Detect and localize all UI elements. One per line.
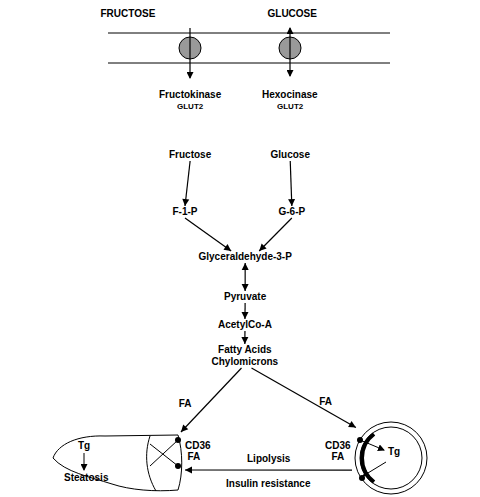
enzyme-label: Fructokinase: [159, 89, 221, 101]
arrow-line: [245, 263, 246, 291]
molecule-label: FA: [188, 451, 201, 463]
node-text: F-1-P: [173, 206, 198, 218]
metabolite-node: Pyruvate: [224, 291, 266, 303]
flow-arrow: [241, 331, 248, 344]
node-text: Steatosis: [64, 472, 108, 484]
arrow-head: [288, 199, 295, 206]
enzyme-label: Hexocinase: [262, 89, 318, 101]
arrow-head: [241, 337, 248, 344]
metabolite-node: F-1-P: [173, 206, 198, 218]
metabolite-node: Glucose: [271, 149, 310, 161]
receptor-label: CD36: [325, 440, 351, 452]
flow-arrow: [185, 467, 352, 474]
section-heading: GLUCOSE: [268, 8, 317, 20]
metabolite-node: G-6-P: [279, 206, 306, 218]
arrow-head: [223, 244, 231, 251]
receptor-line: [150, 444, 178, 466]
arrow-line: [185, 469, 352, 470]
node-text: Pyruvate: [224, 291, 266, 303]
section-heading: FRUCTOSE: [101, 8, 156, 20]
adipocyte-outline: [352, 420, 430, 495]
arrow-head: [242, 312, 249, 319]
effect-label: Insulin resistance: [226, 478, 310, 490]
arrow-line: [185, 161, 190, 206]
edge-label: FA: [179, 398, 192, 410]
flow-arrow: [242, 263, 249, 291]
arrow-head: [182, 199, 189, 206]
node-text: Tg: [78, 440, 90, 452]
node-text: Tg: [388, 446, 400, 458]
arrow-line: [252, 368, 356, 428]
flow-arrow: [259, 218, 292, 251]
node-text: AcetylCo-A: [218, 319, 272, 331]
flow-arrow: [252, 368, 356, 428]
liver-organ: TgSteatosis: [50, 432, 185, 494]
arrow-head: [242, 263, 249, 270]
receptor-label: CD36: [185, 440, 211, 452]
node-text: Glyceraldehyde-3-P: [199, 251, 292, 263]
edge-label: FA: [319, 396, 332, 408]
membrane-line: [108, 33, 390, 34]
node-text: G-6-P: [279, 206, 306, 218]
metabolite-node: Fatty AcidsChylomicrons: [212, 344, 279, 368]
node-text: Chylomicrons: [212, 356, 279, 368]
arrow-head: [259, 244, 266, 251]
arrow-line: [244, 331, 245, 344]
membrane-line: [108, 63, 390, 64]
arrow-line: [259, 218, 292, 251]
flow-arrow: [182, 161, 190, 206]
transport-arrow: [289, 28, 290, 76]
arrow-head: [242, 284, 249, 291]
node-text: Fructose: [169, 149, 211, 161]
metabolite-node: AcetylCo-A: [218, 319, 272, 331]
arrow-line: [290, 161, 292, 206]
arrow-line: [244, 303, 245, 319]
arrow-head: [348, 421, 356, 428]
edge-label: Lipolysis: [247, 453, 290, 465]
molecule-label: FA: [332, 451, 345, 463]
receptor-line: [150, 440, 178, 466]
metabolite-node: Glyceraldehyde-3-P: [199, 251, 292, 263]
flow-arrow: [185, 218, 231, 251]
node-text: Fatty Acids: [212, 344, 279, 356]
flow-arrow: [242, 303, 249, 319]
transporter-label: GLUT2: [177, 102, 203, 112]
transport-arrow: [189, 28, 190, 78]
flow-arrow: [288, 161, 295, 206]
node-text: Glucose: [271, 149, 310, 161]
arrow-head: [181, 425, 188, 432]
metabolite-node: Fructose: [169, 149, 211, 161]
transporter-label: GLUT2: [277, 102, 303, 112]
liver-outline: [50, 432, 185, 494]
arrow-line: [185, 218, 231, 251]
arrow-head: [185, 467, 192, 474]
adipocyte-cell: Tg: [352, 420, 430, 495]
